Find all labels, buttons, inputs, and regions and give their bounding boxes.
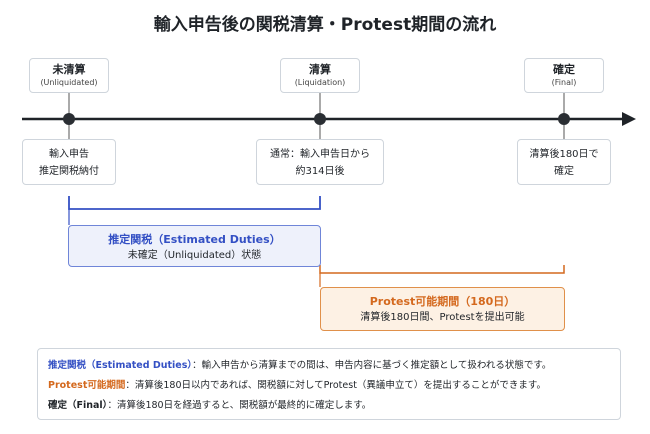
legend-text: ：清算後180日以内であれば、関税額に対してProtest（異議申立て）を提出す… <box>125 380 546 391</box>
phase-name: 確定 <box>553 63 575 76</box>
phase-unliquidated: 未清算 (Unliquidated) <box>29 58 109 93</box>
note-declaration: 輸入申告 推定関税納付 <box>22 139 116 185</box>
phase-sub: (Liquidation) <box>294 78 346 87</box>
note-liquidation-timing: 通常：輸入申告日から 約314日後 <box>256 139 384 185</box>
legend-term: Protest可能期間 <box>48 380 126 391</box>
estimated-title: 推定関税（Estimated Duties） <box>108 233 281 246</box>
phase-name: 清算 <box>309 63 331 76</box>
protest-bracket <box>319 265 565 274</box>
phase-sub: (Unliquidated) <box>40 78 98 87</box>
dot-unliquidated <box>63 113 75 125</box>
legend-term: 確定（Final） <box>48 400 108 411</box>
phase-sub: (Final) <box>551 78 577 87</box>
note-final: 清算後180日で 確定 <box>517 139 611 185</box>
estimated-bracket <box>68 196 321 210</box>
phase-liquidation: 清算 (Liquidation) <box>280 58 360 93</box>
protest-title: Protest可能期間（180日） <box>369 295 516 308</box>
diagram-title: 輸入申告後の関税清算・Protest期間の流れ <box>153 15 497 35</box>
note-line: 輸入申告 <box>49 149 89 160</box>
legend-row-protest: Protest可能期間：清算後180日以内であれば、関税額に対してProtest… <box>48 376 610 396</box>
estimated-duties-box: 推定関税（Estimated Duties） 未確定（Unliquidated）… <box>68 225 321 267</box>
phase-name: 未清算 <box>52 63 86 76</box>
legend-row-estimated: 推定関税（Estimated Duties）：輸入申告から清算までの間は、申告内… <box>48 356 610 376</box>
estimated-desc: 未確定（Unliquidated）状態 <box>127 250 262 261</box>
legend-box: 推定関税（Estimated Duties）：輸入申告から清算までの間は、申告内… <box>37 348 621 420</box>
legend-text: ：清算後180日を経過すると、関税額が最終的に確定します。 <box>107 400 372 411</box>
note-line: 推定関税納付 <box>39 166 99 177</box>
protest-period-box: Protest可能期間（180日） 清算後180日間、Protestを提出可能 <box>320 287 565 331</box>
protest-desc: 清算後180日間、Protestを提出可能 <box>360 312 525 323</box>
phase-final: 確定 (Final) <box>524 58 604 93</box>
note-line: 清算後180日で <box>529 149 599 160</box>
legend-term: 推定関税（Estimated Duties） <box>48 360 193 371</box>
legend-row-final: 確定（Final）：清算後180日を経過すると、関税額が最終的に確定します。 <box>48 396 610 416</box>
timeline-arrowhead <box>622 112 636 126</box>
dot-liquidation <box>314 113 326 125</box>
note-line: 通常：輸入申告日から <box>270 149 370 160</box>
legend-text: ：輸入申告から清算までの間は、申告内容に基づく推定額として扱われる状態です。 <box>192 360 552 371</box>
dot-final <box>558 113 570 125</box>
note-line: 約314日後 <box>295 166 345 177</box>
note-line: 確定 <box>554 166 574 177</box>
